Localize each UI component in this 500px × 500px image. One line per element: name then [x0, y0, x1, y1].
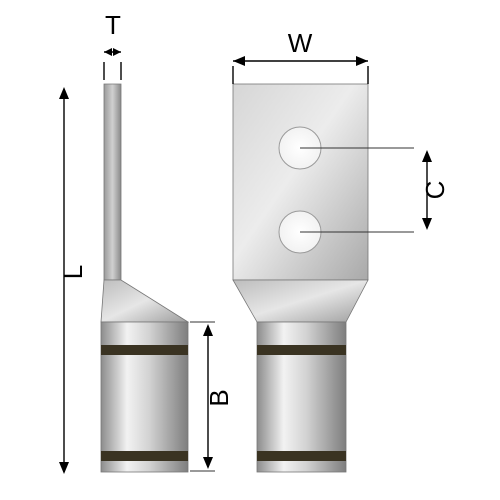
front-view-lug — [232, 83, 369, 473]
front-view-taper — [232, 279, 369, 323]
side-view-band-top — [101, 345, 188, 355]
dimension-t: T — [103, 10, 122, 80]
label-l: L — [58, 265, 88, 279]
front-view-barrel — [256, 321, 347, 473]
front-view-band-top — [257, 345, 346, 355]
side-view-taper — [100, 279, 190, 323]
label-w: W — [288, 28, 313, 58]
label-c: C — [420, 181, 450, 200]
dimension-c: C — [300, 147, 450, 233]
dimension-w: W — [232, 28, 369, 84]
side-view-band-bottom — [101, 451, 188, 461]
side-view-lug — [100, 83, 190, 473]
front-view-band-bottom — [257, 451, 346, 461]
side-view-barrel — [100, 321, 189, 473]
dimension-b: B — [190, 321, 234, 472]
dimension-l: L — [58, 87, 88, 474]
label-b: B — [204, 389, 234, 406]
label-t: T — [105, 10, 121, 40]
side-view-blade — [103, 83, 122, 281]
